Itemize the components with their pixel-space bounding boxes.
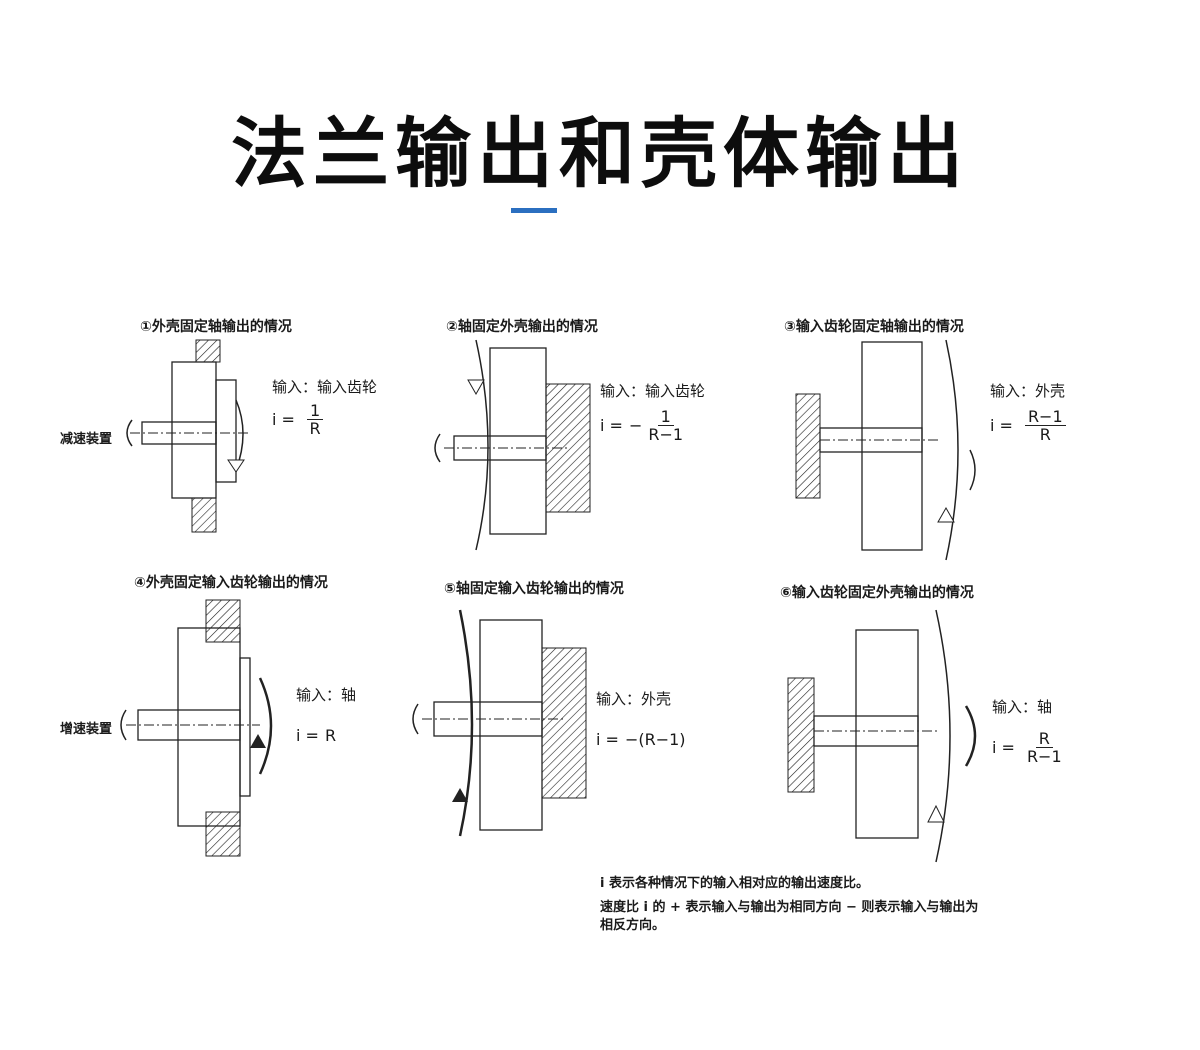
ratio-prefix: i = [272,410,295,429]
mechanism-diagram [787,609,977,863]
side-label-reduce: 减速装置 [60,432,113,447]
ratio-prefix: i = [992,738,1015,757]
ratio-fraction: 1 R [306,402,324,438]
fixed-housing-bottom [191,497,217,533]
shaft [433,701,543,737]
rotation-arrow-input [945,339,959,561]
ratio-sign: − [628,416,643,435]
mechanism-diagram [412,609,587,837]
arrow-head [452,788,468,802]
case-title: ⑤轴固定输入齿轮输出的情况 [444,581,624,597]
side-label-increase: 增速装置 [60,722,113,737]
rotation-arrow-output [969,449,976,491]
note-line-3: 相反方向。 [600,918,666,933]
rotation-arrow-output [935,609,951,863]
input-label: 输入：输入齿轮 [272,378,378,396]
mechanism-diagram [434,339,591,551]
case-title: ①外壳固定轴输出的情况 [140,319,292,335]
ratio-formula: i = 1 R [272,402,324,438]
rotation-arrow-input [120,709,127,741]
case-title: ④外壳固定输入齿轮输出的情况 [134,575,328,591]
ratio-denominator: R−1 [1026,747,1062,766]
ratio-prefix: i = [296,726,319,745]
input-label: 输入：轴 [992,698,1053,716]
flange-body [171,361,217,499]
fixed-housing-top [205,599,241,643]
rotation-arrow-output [412,703,419,735]
ratio-formula: i = R−1 R [990,408,1066,443]
gear-block [239,657,251,797]
ratio-formula: i = −(R−1) [596,730,686,749]
ratio-formula: i = R R−1 [992,730,1062,765]
case-panel-2: ②轴固定外壳输出的情况 输入：输入齿轮 i = − 1 R−1 [420,310,800,580]
ratio-value: −(R−1) [624,730,686,749]
ratio-fraction: R−1 R [1024,408,1066,444]
ratio-denominator: R−1 [648,425,684,444]
rotation-arrow-output [258,677,273,775]
case-panel-3: ③输入齿轮固定轴输出的情况 输入：外壳 i = R−1 R [780,310,1160,580]
input-label: 输入：输入齿轮 [600,382,706,400]
mechanism-diagram [126,339,250,533]
case-panel-5: ⑤轴固定输入齿轮输出的情况 输入：外壳 i = −(R−1) [400,566,780,837]
rotation-arrow-input [434,433,441,463]
fixed-gear-block [795,393,821,499]
note-line-1: i 表示各种情况下的输入相对应的输出速度比。 [600,876,869,891]
arrow-head [937,506,955,523]
ratio-formula: i = R [296,726,336,745]
arrow-head [227,459,245,473]
ratio-fraction: 1 R−1 [648,408,683,443]
mechanism-diagram [120,599,273,857]
input-label: 输入：外壳 [990,382,1066,400]
fixed-gear-block [787,677,815,793]
fixed-shaft-block [541,647,587,799]
case-title: ③输入齿轮固定轴输出的情况 [784,319,964,335]
ratio-denominator: R [309,419,321,438]
ratio-denominator: R [1039,425,1051,444]
ratio-numerator: 1 [657,408,674,426]
fixed-housing-top [195,339,221,363]
arrow-head [250,734,266,748]
fixed-housing-bottom [205,811,241,857]
ratio-fraction: R R−1 [1027,730,1062,765]
rotation-arrow-input [458,609,474,837]
ratio-prefix: i = [600,416,623,435]
arrow-head [467,379,485,396]
housing-body [479,619,543,831]
housing-body [489,347,547,535]
case-panel-1: ①外壳固定轴输出的情况 减速装置 输入：输入齿轮 i = 1 R [60,310,440,580]
input-label: 输入：轴 [296,686,357,704]
case-panel-6: ⑥输入齿轮固定外壳输出的情况 输入：轴 i = R R−1 [780,566,1160,863]
note-line-2: 速度比 i 的 + 表示输入与输出为相同方向 − 则表示输入与输出为 [600,900,979,915]
arrow-head [927,804,945,823]
rotation-arrow-output [475,339,489,551]
page-title: 法兰输出和壳体输出 [231,109,969,198]
ratio-value: R [324,726,337,745]
housing-body [855,629,919,839]
rotation-arrow-input [126,419,133,447]
ratio-numerator: 1 [306,402,324,420]
title-accent-bar [511,208,557,213]
ratio-formula: i = − 1 R−1 [600,408,683,443]
housing-body [177,627,241,827]
case-title: ⑥输入齿轮固定外壳输出的情况 [780,585,974,601]
shaft [813,715,919,747]
input-label: 输入：外壳 [596,690,672,708]
case-panel-4: ④外壳固定输入齿轮输出的情况 增速装置 输入：轴 i = R [60,566,440,857]
housing-body [861,341,923,551]
case-title: ②轴固定外壳输出的情况 [446,319,598,335]
rotation-arrow-input [964,705,977,767]
ratio-prefix: i = [596,730,619,749]
mechanism-diagram [795,339,976,561]
ratio-numerator: R [1035,730,1053,748]
ratio-prefix: i = [990,416,1013,435]
ratio-numerator: R−1 [1024,408,1066,426]
